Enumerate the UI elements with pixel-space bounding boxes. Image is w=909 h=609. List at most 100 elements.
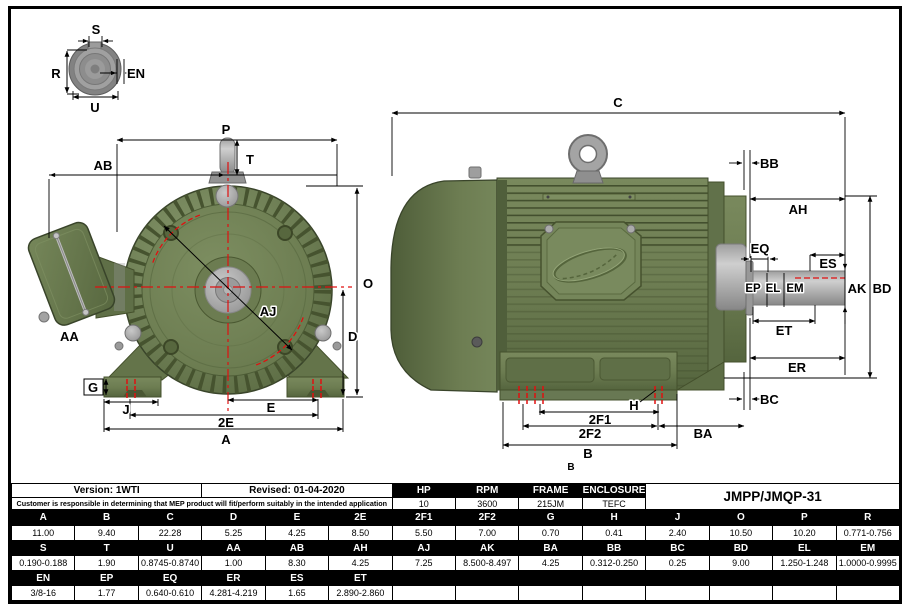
spec-value-rpm: 3600: [455, 498, 519, 509]
dim-value-es: 1.65: [265, 586, 329, 600]
label-aj: AJ: [260, 304, 277, 319]
dim-value-bb: 0.312-0.250: [582, 556, 646, 570]
motor-front-view: AJ P AB T O D AA G J E 2E: [27, 121, 375, 449]
dim-value-b: 9.40: [75, 526, 138, 540]
label-r: R: [51, 66, 61, 81]
label-g: G: [88, 380, 98, 395]
label-u: U: [90, 100, 99, 115]
empty-cell: [836, 586, 899, 600]
dim-header-t: T: [75, 541, 138, 555]
empty-cell: [709, 586, 773, 600]
dim-header-p: P: [773, 510, 836, 525]
label-ep: EP: [745, 283, 761, 295]
dim-header-g: G: [519, 510, 582, 525]
label-bb: BB: [760, 156, 779, 171]
fan-cover: [390, 179, 498, 393]
dim-value-2e: 8.50: [329, 526, 392, 540]
dim-header-bd: BD: [709, 541, 773, 555]
dim-header-es: ES: [265, 571, 329, 585]
dim-header-el: EL: [773, 541, 836, 555]
dim-header-s: S: [12, 541, 75, 555]
label-b: B: [583, 446, 592, 461]
label-b-small: B: [567, 462, 574, 473]
label-e: E: [267, 400, 276, 415]
dim-value-u: 0.8745-0.8740: [138, 556, 202, 570]
dim-value-ak: 8.500-8.497: [455, 556, 519, 570]
label-ba: BA: [694, 426, 713, 441]
dim-header-c: C: [138, 510, 202, 525]
dim-header-ab: AB: [265, 541, 329, 555]
dim-header-bb: BB: [582, 541, 646, 555]
label-ak: AK: [848, 281, 867, 296]
dim-header-e: E: [265, 510, 329, 525]
spec-header-frame: FRAME: [519, 484, 582, 497]
shaft: [752, 270, 846, 306]
bearing-hub: [715, 243, 747, 311]
dim-value-aj: 7.25: [392, 556, 455, 570]
label-2f1: 2F1: [589, 412, 611, 427]
dim-header-em: EM: [836, 541, 899, 555]
dimension-table: Version: 1WTI Revised: 01-04-2020 HP RPM…: [11, 483, 900, 603]
dim-header-aa: AA: [202, 541, 265, 555]
motor-side-view: C BB AH EQ ES EP EL EM AK BD: [390, 94, 893, 474]
dim-header-j: J: [646, 510, 709, 525]
dim-value-g: 0.70: [519, 526, 582, 540]
dim-value-et: 2.890-2.860: [329, 586, 392, 600]
dim-header-et: ET: [329, 571, 392, 585]
label-es: ES: [819, 256, 837, 271]
spec-header-enclosure: ENCLOSURE: [582, 484, 646, 497]
label-h: H: [629, 398, 638, 413]
label-em: EM: [786, 283, 803, 295]
dim-value-s: 0.190-0.188: [12, 556, 75, 570]
spec-value-enclosure: TEFC: [582, 498, 646, 509]
dim-value-er: 4.281-4.219: [202, 586, 265, 600]
spec-value-frame: 215JM: [519, 498, 582, 509]
label-et: ET: [776, 323, 793, 338]
label-ah: AH: [789, 202, 808, 217]
conduit-box: [27, 221, 116, 326]
label-c: C: [613, 95, 623, 110]
dim-value-en: 3/8-16: [12, 586, 75, 600]
label-el: EL: [766, 283, 781, 295]
eyebolt-boss: [215, 184, 239, 208]
dim-value-t: 1.90: [75, 556, 138, 570]
dim-header-a: A: [12, 510, 75, 525]
logo-oval: [552, 247, 627, 283]
label-en: EN: [127, 66, 145, 81]
dim-header-en: EN: [12, 571, 75, 585]
spec-header-hp: HP: [392, 484, 455, 497]
dim-value-aa: 1.00: [202, 556, 265, 570]
dim-value-bd: 9.00: [709, 556, 773, 570]
label-er: ER: [788, 360, 807, 375]
dim-value-2f2: 7.00: [455, 526, 519, 540]
label-bc: BC: [760, 392, 779, 407]
empty-cell: [582, 586, 646, 600]
version-cell: Version: 1WTI: [12, 484, 202, 497]
dim-value-el: 1.250-1.248: [773, 556, 836, 570]
dim-value-p: 10.20: [773, 526, 836, 540]
dim-value-eq: 0.640-0.610: [138, 586, 202, 600]
dim-value-e: 4.25: [265, 526, 329, 540]
dim-value-c: 22.28: [138, 526, 202, 540]
empty-cell: [392, 586, 455, 600]
label-2f2: 2F2: [579, 426, 601, 441]
revised-cell: Revised: 01-04-2020: [202, 484, 392, 497]
empty-cell: [646, 586, 709, 600]
spec-header-rpm: RPM: [455, 484, 519, 497]
dim-header-bc: BC: [646, 541, 709, 555]
dim-value-ab: 8.30: [265, 556, 329, 570]
label-d: D: [348, 329, 357, 344]
shaft-end-detail: S R EN U: [50, 21, 147, 117]
dim-value-2f1: 5.50: [392, 526, 455, 540]
header-filler: [392, 571, 899, 585]
dim-header-u: U: [138, 541, 202, 555]
dim-header-r: R: [836, 510, 899, 525]
dim-header-b: B: [75, 510, 138, 525]
dim-header-aj: AJ: [392, 541, 455, 555]
dim-value-ba: 4.25: [519, 556, 582, 570]
dim-value-em: 1.0000-0.9995: [836, 556, 899, 570]
label-eq: EQ: [751, 241, 770, 256]
label-a: A: [221, 432, 231, 447]
label-aa: AA: [60, 329, 79, 344]
